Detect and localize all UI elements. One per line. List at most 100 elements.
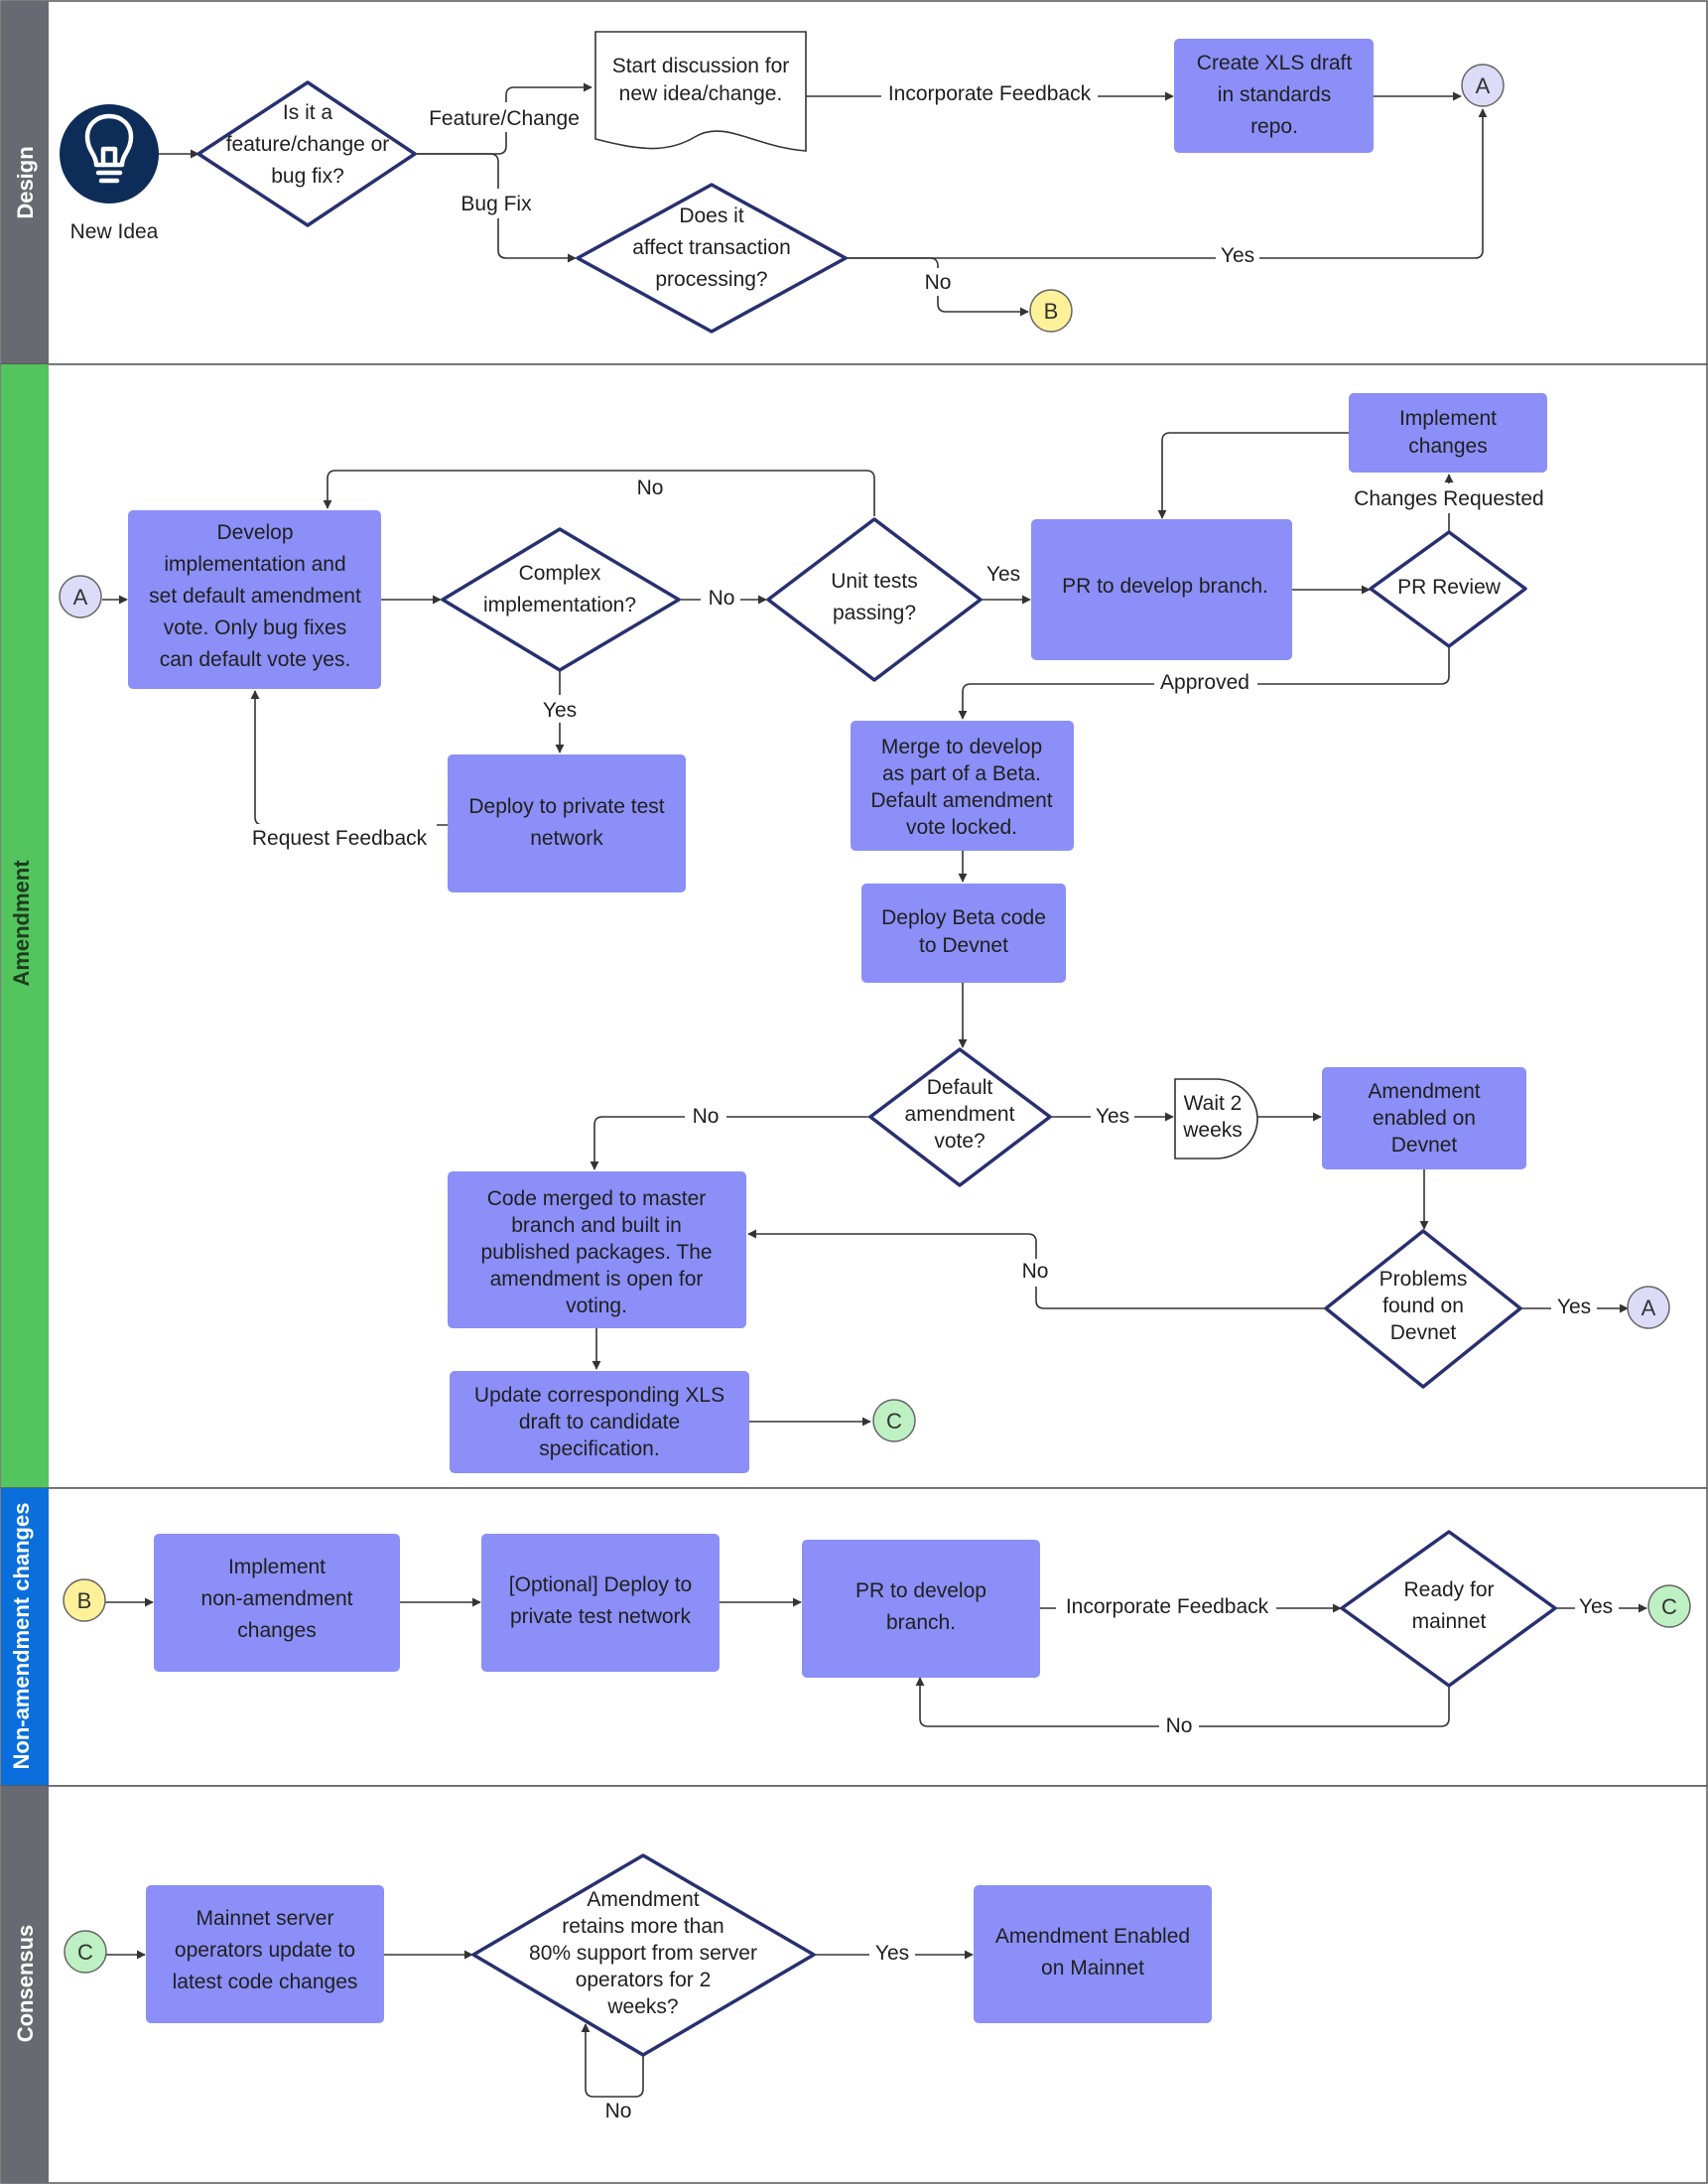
text-line: affect transaction: [632, 236, 791, 259]
text-line: enabled on: [1373, 1107, 1476, 1130]
edge-label-feature-change: Feature/Change: [429, 107, 580, 130]
edge-label-unit-yes: Yes: [986, 563, 1020, 586]
text-line: Devnet: [1390, 1321, 1457, 1344]
text-line: Wait 2: [1184, 1092, 1243, 1115]
text-line: Develop: [216, 521, 293, 544]
process-pr-develop: PR to develop branch.: [1031, 519, 1292, 660]
connector-c-nonamend: C: [1647, 1584, 1691, 1628]
lane-label-non-amendment: Non-amendment changes: [9, 1503, 34, 1770]
text-line: Complex: [519, 562, 601, 585]
text-line: [Optional] Deploy to: [509, 1573, 692, 1596]
text-line: Amendment: [1368, 1080, 1480, 1103]
text-line: network: [530, 827, 603, 850]
connector-c-consensus: C: [64, 1930, 107, 1974]
process-pr-develop-2: PR to develop branch.: [802, 1540, 1040, 1678]
text-line: weeks: [1182, 1119, 1243, 1142]
edge-label-retains-no: No: [605, 2100, 632, 2122]
text-line: amendment: [905, 1103, 1015, 1126]
text-line: voting.: [566, 1295, 627, 1317]
text-line: Default amendment: [870, 789, 1052, 812]
connector-c-amendment-label: C: [886, 1409, 902, 1433]
text-line: new idea/change.: [619, 82, 783, 105]
process-merge-beta-text: Merge to develop as part of a Beta. Defaul…: [870, 736, 1052, 839]
lightbulb-icon: [60, 104, 159, 204]
edge-label-approved: Approved: [1160, 671, 1249, 694]
connector-a-design: A: [1461, 64, 1505, 107]
text-line: Code merged to master: [487, 1187, 707, 1210]
lane-amendment-header: [1, 364, 49, 1488]
edge-label-complex-yes: Yes: [543, 699, 577, 722]
edge-label-default-no: No: [693, 1105, 720, 1128]
edge-retains-no: [581, 2023, 644, 2098]
text-line: published packages. The: [480, 1241, 712, 1264]
connector-c-nonamend-label: C: [1661, 1594, 1677, 1619]
text-line: Deploy Beta code: [881, 906, 1046, 929]
text-line: branch and built in: [511, 1214, 682, 1237]
text-line: changes: [237, 1619, 316, 1642]
text-line: Devnet: [1391, 1134, 1458, 1157]
text-line: Implement: [1399, 407, 1497, 430]
text-line: as part of a Beta.: [882, 762, 1041, 785]
text-line: specification.: [539, 1437, 659, 1460]
text-line: Problems: [1380, 1268, 1468, 1291]
text-line: vote. Only bug fixes: [164, 616, 346, 639]
connector-b-design-label: B: [1044, 299, 1059, 324]
text-line: PR to develop: [855, 1579, 986, 1602]
delay-wait-2-weeks-text: Wait 2 weeks: [1182, 1092, 1243, 1142]
edge-label-request-feedback: Request Feedback: [252, 827, 428, 850]
edge-unit-no: [323, 470, 875, 516]
process-code-merged: Code merged to master branch and built in…: [448, 1171, 746, 1328]
process-enabled-devnet-text: Amendment enabled on Devnet: [1368, 1080, 1480, 1157]
text-line: private test network: [510, 1605, 692, 1628]
process-merge-beta: Merge to develop as part of a Beta. Defaul…: [851, 721, 1074, 851]
decision-pr-review: PR Review: [1369, 530, 1527, 648]
lane-label-consensus: Consensus: [13, 1925, 38, 2043]
edge-default-no: [590, 1116, 869, 1170]
connector-c-consensus-label: C: [77, 1940, 93, 1965]
text-line: vote?: [934, 1130, 985, 1153]
text-line: Mainnet server: [197, 1907, 334, 1930]
text-line: amendment is open for: [490, 1268, 704, 1291]
text-line: bug fix?: [271, 165, 344, 188]
lane-design-header: [1, 1, 49, 364]
edge-label-ready-yes: Yes: [1579, 1595, 1613, 1618]
text-line: feature/change or: [226, 133, 390, 156]
edge-labels: Feature/Change Bug Fix Incorporate Feedb…: [242, 80, 1619, 2122]
edge-label-complex-no: No: [709, 587, 735, 610]
edge-label-unit-no: No: [637, 477, 664, 499]
process-optional-deploy-text: [Optional] Deploy to private test network: [509, 1573, 692, 1628]
text-line: draft to candidate: [519, 1411, 680, 1433]
text-line: vote locked.: [906, 816, 1017, 839]
connector-a-amendment-end-label: A: [1642, 1296, 1656, 1320]
connectors: A B A A C B C C: [59, 64, 1691, 1974]
text-line: processing?: [655, 268, 767, 291]
text-line: Merge to develop: [881, 736, 1042, 758]
text-line: branch.: [886, 1611, 956, 1634]
edge-label-ready-no: No: [1166, 1714, 1193, 1737]
text-line: Amendment Enabled: [995, 1925, 1190, 1948]
decision-is-feature: Is it a feature/change or bug fix?: [197, 80, 417, 227]
edge-label-design-yes: Yes: [1221, 244, 1254, 267]
text-line: Is it a: [283, 101, 333, 124]
connector-a-design-label: A: [1476, 73, 1491, 98]
edge-label-problems-yes: Yes: [1557, 1296, 1591, 1318]
